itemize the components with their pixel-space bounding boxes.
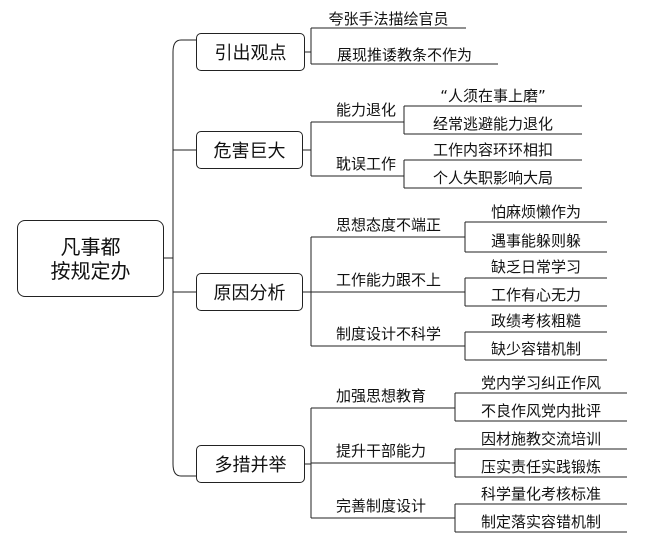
group-node[interactable]: 思想态度不端正 [336,216,442,234]
group-node[interactable]: 工作能力跟不上 [336,271,442,289]
branch-node-4[interactable]: 多措并举 [196,445,305,483]
root-label-line2: 按规定办 [50,258,131,283]
branch-node-3[interactable]: 原因分析 [196,273,303,311]
branch-title: 危害巨大 [213,141,286,162]
leaf-node[interactable]: 缺乏日常学习 [490,258,581,276]
group-node[interactable]: 完善制度设计 [336,497,427,515]
connector-branch-3 [302,221,607,361]
branch-title: 多措并举 [214,455,287,476]
leaf-node[interactable]: 党内学习纠正作风 [480,374,601,392]
leaf-node[interactable]: 怕麻烦懒作为 [490,203,581,221]
group-node[interactable]: 能力退化 [336,101,397,119]
leaf-node[interactable]: 制定落实容错机制 [480,513,601,531]
leaf-node[interactable]: 因材施教交流培训 [480,430,601,448]
leaf-node[interactable]: 经常逃避能力退化 [432,115,553,133]
leaf-node[interactable]: 不良作风党内批评 [480,402,601,420]
leaf-node[interactable]: 夸张手法描绘官员 [328,10,449,28]
group-node[interactable]: 耽误工作 [336,155,397,173]
leaf-node[interactable]: 展现推诿教条不作为 [336,46,472,64]
root-node[interactable]: 凡事都 按规定办 [17,220,164,297]
connector-root [163,39,196,477]
root-label-line1: 凡事都 [60,234,121,259]
leaf-node[interactable]: 个人失职影响大局 [432,169,553,187]
group-node[interactable]: 加强思想教育 [336,387,427,405]
branch-title: 原因分析 [213,283,286,304]
connector-branch-4 [304,392,627,533]
group-node[interactable]: 制度设计不科学 [336,325,442,343]
branch-node-2[interactable]: 危害巨大 [196,131,303,169]
connector-branch-2 [302,105,582,189]
connector-branch-1 [304,27,498,65]
branch-title: 引出观点 [214,43,287,64]
leaf-node[interactable]: 工作有心无力 [490,286,581,304]
leaf-node[interactable]: 政绩考核粗糙 [490,312,581,330]
branch-node-1[interactable]: 引出观点 [196,33,305,71]
leaf-node[interactable]: 压实责任实践锻炼 [480,458,601,476]
leaf-node[interactable]: 遇事能躲则躲 [490,232,581,250]
group-node[interactable]: 提升干部能力 [336,442,427,460]
leaf-node[interactable]: 工作内容环环相扣 [432,141,553,159]
leaf-node[interactable]: 科学量化考核标准 [480,485,601,503]
leaf-node[interactable]: “人须在事上磨” [440,87,546,105]
leaf-node[interactable]: 缺少容错机制 [490,340,581,358]
